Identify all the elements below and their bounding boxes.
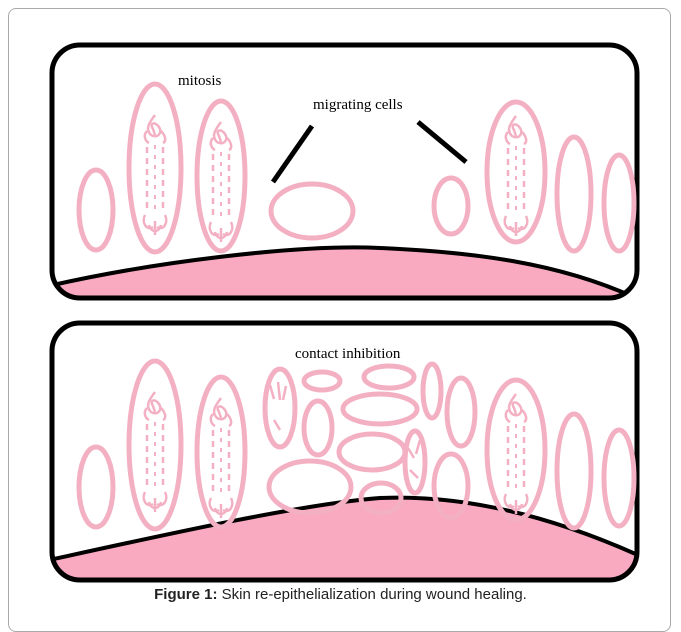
cell [423, 364, 441, 418]
cell [265, 369, 295, 447]
figure-caption: Figure 1: Skin re-epithelialization duri… [0, 586, 681, 603]
cell [364, 366, 414, 388]
label-mitosis: mitosis [178, 73, 222, 89]
migrating-cell [434, 178, 468, 234]
wound-bed-top [40, 247, 640, 310]
caption-label: Figure 1: [154, 586, 217, 603]
cell [557, 414, 591, 528]
pointer-line [418, 122, 466, 162]
label-contact-inhibition: contact inhibition [295, 346, 401, 362]
cell [304, 401, 332, 455]
cell [557, 137, 591, 251]
caption-text: Skin re-epithelialization during wound h… [217, 586, 526, 603]
cell [339, 434, 405, 470]
migrating-cell [271, 184, 353, 238]
cell [304, 372, 340, 390]
pointer-line [273, 126, 312, 182]
top-panel: mitosis migrating cells [40, 45, 640, 310]
cell [79, 447, 113, 527]
cell [604, 430, 634, 526]
cell [79, 170, 113, 250]
cell [604, 155, 634, 251]
cell [343, 394, 417, 424]
label-migrating-cells: migrating cells [313, 97, 403, 113]
bottom-panel: contact inhibition [40, 323, 640, 590]
mitotic-cell [487, 380, 545, 520]
cell [447, 378, 475, 446]
mitotic-cell [487, 102, 545, 242]
cell [405, 431, 425, 493]
